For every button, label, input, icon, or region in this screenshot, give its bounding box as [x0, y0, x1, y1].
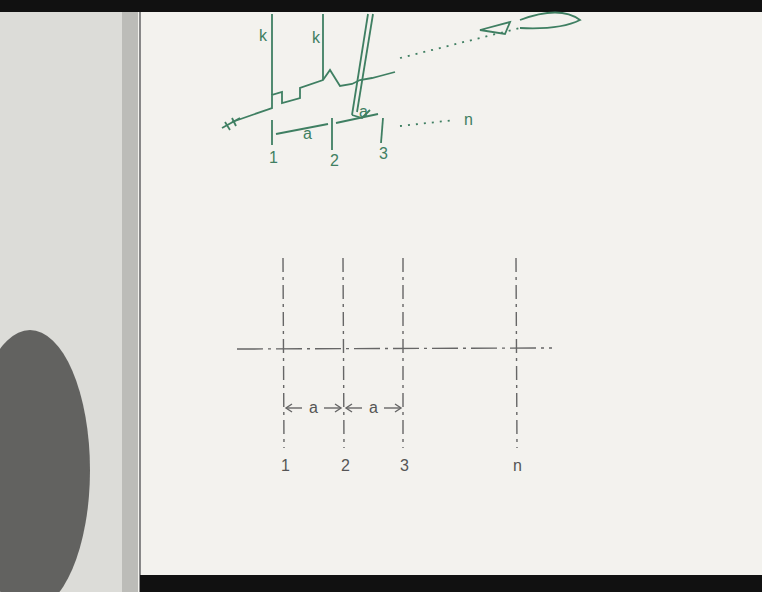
- dimension-label: a: [368, 400, 379, 416]
- shadow-figure: [0, 330, 90, 592]
- green-structure: [222, 13, 580, 151]
- spring-label: k: [311, 30, 321, 46]
- dimension-label: a: [302, 126, 313, 142]
- top-frame: [0, 0, 762, 12]
- grid-number: n: [512, 458, 523, 474]
- support-number: n: [463, 112, 474, 128]
- grid-number: 2: [340, 458, 351, 474]
- dimension-label: a: [308, 400, 319, 416]
- bottom-frame: [140, 575, 762, 592]
- board-edge-line: [139, 12, 141, 592]
- support-number: 3: [378, 146, 389, 162]
- grid-number: 3: [399, 458, 410, 474]
- support-number: 1: [268, 150, 279, 166]
- pencil-grid: [237, 258, 552, 448]
- dimension-label: a: [358, 104, 369, 120]
- spring-label: k: [258, 28, 268, 44]
- board-edge: [122, 12, 138, 592]
- grid-number: 1: [280, 458, 291, 474]
- support-number: 2: [329, 153, 340, 169]
